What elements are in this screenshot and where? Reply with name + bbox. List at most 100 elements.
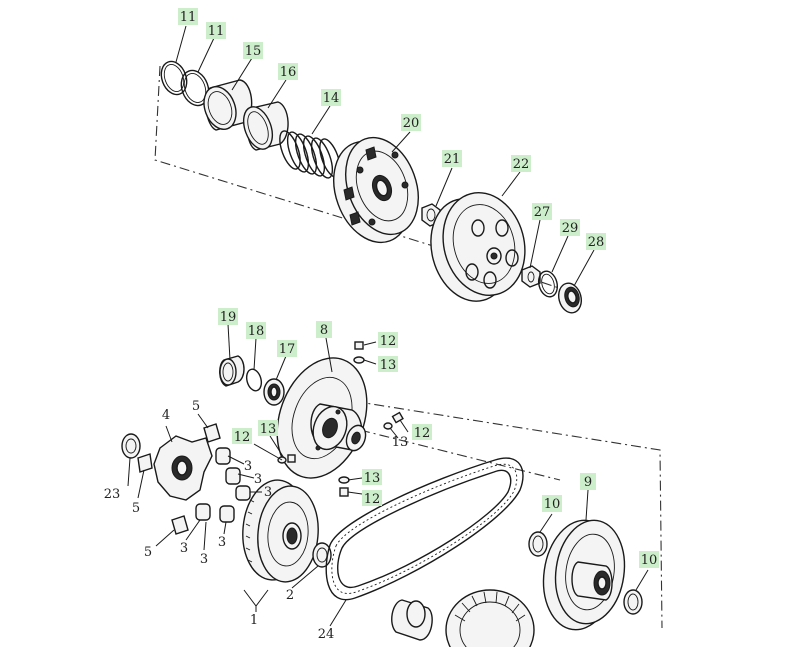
part-13-washer-top [353,356,365,364]
part-16-sleeve [242,101,289,151]
callout-18: 18 [246,322,266,339]
part-4-ramp-plate [153,435,213,501]
part-2-washer [312,542,332,568]
callout-2: 2 [286,588,294,603]
svg-text:17: 17 [279,342,296,357]
part-20-clutch-carrier [333,136,419,244]
callout-17: 17 [277,340,297,357]
part-9-driven-pulley [542,519,626,631]
svg-text:13: 13 [392,435,409,450]
part-10-ring-left [528,531,548,557]
part-5-slider-left [137,453,153,473]
callout-12a: 12 [378,332,398,349]
part-3-roller-3 [235,485,251,501]
svg-text:12: 12 [364,492,381,507]
callout-11b: 11 [206,22,226,39]
part-1-movable-drive-face [242,479,319,583]
callout-22: 22 [511,155,531,172]
callout-labels: 11 11 15 16 14 20 21 22 27 29 28 19 18 1… [104,8,659,642]
part-12-bolt-mid [287,454,296,463]
callout-27: 27 [532,203,552,220]
part-3-roller-4 [195,503,211,521]
svg-text:8: 8 [320,323,328,338]
callout-14: 14 [321,89,341,106]
svg-text:15: 15 [245,44,262,59]
callout-3b: 3 [254,472,262,487]
part-12-bolt-low [339,487,349,497]
svg-text:27: 27 [534,205,551,220]
callout-5a: 5 [192,399,200,414]
svg-text:12: 12 [234,430,251,445]
callout-3e: 3 [200,552,208,567]
callout-5c: 5 [144,545,152,560]
callout-11a: 11 [178,8,198,25]
svg-text:18: 18 [248,324,265,339]
svg-text:20: 20 [403,116,420,131]
callout-8: 8 [316,321,332,338]
part-23-washer [121,433,141,459]
callout-10a: 10 [542,495,562,512]
svg-text:21: 21 [444,152,461,167]
callout-3f: 3 [218,535,226,550]
svg-text:13: 13 [364,471,381,486]
svg-text:14: 14 [323,91,340,106]
callout-3a: 3 [244,459,252,474]
callout-28: 28 [586,233,606,250]
part-10-ring-right [623,589,643,615]
callout-24: 24 [318,627,335,642]
part-3-roller-5 [219,505,235,523]
svg-text:12: 12 [414,426,431,441]
callout-19: 19 [218,308,238,325]
part-12-bolt-right [391,411,404,424]
part-13-washer-right [383,422,393,430]
callout-12d: 12 [362,490,382,507]
svg-text:10: 10 [544,497,561,512]
part-29-ring [537,270,559,298]
callout-10b: 10 [639,551,659,568]
part-27-nut [521,265,541,288]
callout-3c: 3 [264,485,272,500]
leader-lines [127,25,649,627]
part-5-slider-bottom [171,515,189,535]
part-17-bearing [263,378,285,406]
callout-15: 15 [243,42,263,59]
callout-13b: 13 [392,435,409,450]
callout-21: 21 [442,150,462,167]
svg-text:22: 22 [513,157,530,172]
part-3-roller-1 [215,447,231,465]
callout-4: 4 [162,408,170,423]
part-13-washer-low [338,476,350,484]
svg-text:12: 12 [380,334,397,349]
part-8-drive-plate [276,357,368,479]
callout-13d: 13 [362,469,382,486]
callout-16: 16 [278,63,298,80]
svg-text:13: 13 [260,422,277,437]
part-12-bolt-top [354,341,364,350]
callout-12c: 12 [232,428,252,445]
callout-23: 23 [104,487,121,502]
svg-text:19: 19 [220,310,237,325]
callout-3d: 3 [180,541,188,556]
assembly-boundary-lines [154,65,663,629]
part-3-roller-2 [225,467,241,485]
callout-5b: 5 [132,501,140,516]
svg-text:10: 10 [641,553,658,568]
part-19-needle-bearing [219,355,245,387]
svg-text:29: 29 [562,221,579,236]
part-22-clutch-bell [430,192,526,302]
part-fan-bottom [445,589,535,647]
svg-text:11: 11 [180,10,197,25]
svg-text:16: 16 [280,65,297,80]
part-28-bearing [557,282,583,314]
part-sleeve-bottom [391,599,433,641]
svg-text:11: 11 [208,24,225,39]
callout-13a: 13 [378,356,398,373]
part-15-bushing [203,79,253,131]
callout-12b: 12 [412,424,432,441]
part-18-ring [245,368,263,392]
svg-text:13: 13 [380,358,397,373]
part-11-ring-inner [180,69,210,107]
callout-29: 29 [560,219,580,236]
svg-text:28: 28 [588,235,605,250]
